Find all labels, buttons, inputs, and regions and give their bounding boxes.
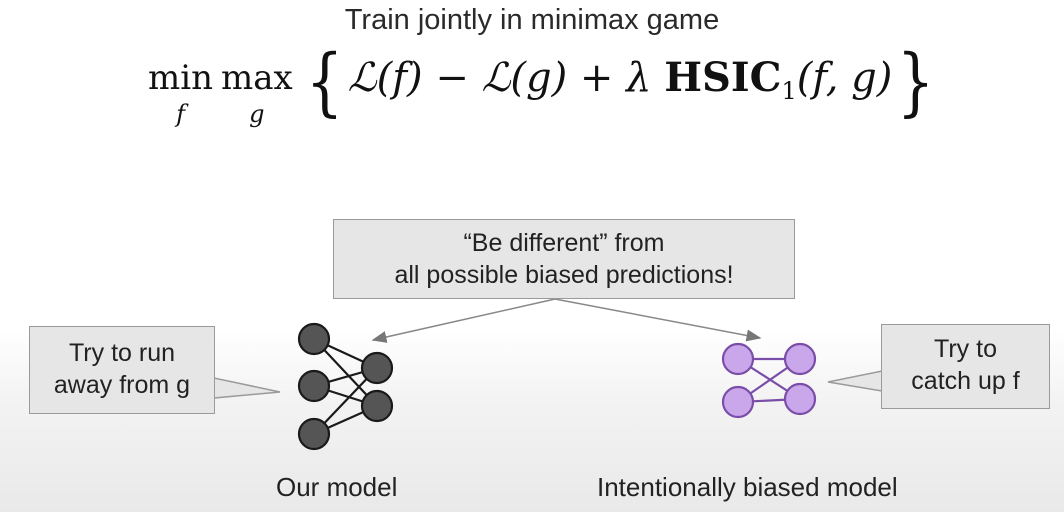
our-model-node <box>297 417 331 451</box>
minimax-formula: min f max g { ℒ(f) − ℒ(g) + λ HSIC1(f, g… <box>148 45 939 165</box>
center-callout: “Be different” from all possible biased … <box>333 219 795 299</box>
hsic-subscript: 1 <box>781 77 797 105</box>
biased-model-node <box>721 342 755 376</box>
our-model-node <box>360 351 394 385</box>
min-operator: min f <box>148 55 213 127</box>
biased-model-node <box>783 382 817 416</box>
biased-model-network <box>721 342 817 419</box>
loss-terms: ℒ(f) − ℒ(g) + λ <box>347 55 665 101</box>
right-callout-tail <box>827 370 883 392</box>
arrow-to-our-model <box>371 298 556 343</box>
max-subscript: g <box>249 100 265 128</box>
our-model-node <box>297 322 331 356</box>
our-model-network <box>297 322 394 451</box>
center-callout-line2: all possible biased predictions! <box>394 261 734 289</box>
right-callout: Try to catch up f <box>881 324 1050 409</box>
our-model-label: Our model <box>276 472 398 502</box>
biased-model-label: Intentionally biased model <box>597 472 898 502</box>
right-callout-line1: Try to <box>934 335 997 363</box>
max-operator: max g <box>221 55 293 127</box>
slide-title: Train jointly in minimax game <box>344 4 720 36</box>
our-model-node <box>360 389 394 423</box>
open-brace: { <box>305 39 344 125</box>
left-callout-line1: Try to run <box>68 339 176 367</box>
arrow-to-biased-model <box>554 298 762 342</box>
our-model-node <box>297 369 331 403</box>
biased-model-node <box>783 342 817 376</box>
left-callout-tail <box>213 377 281 399</box>
right-callout-line2: catch up f <box>911 367 1020 395</box>
hsic-term: HSIC <box>664 54 782 101</box>
min-subscript: f <box>176 100 185 128</box>
formula-expression: ℒ(f) − ℒ(g) + λ HSIC1(f, g) <box>348 55 893 114</box>
hsic-arguments: (f, g) <box>796 55 893 101</box>
center-callout-line1: “Be different” from <box>463 229 665 257</box>
min-word: min <box>148 58 214 98</box>
max-word: max <box>221 58 293 98</box>
left-callout: Try to run away from g <box>29 326 215 414</box>
biased-model-node <box>721 385 755 419</box>
close-brace: } <box>897 39 935 125</box>
left-callout-line2: away from g <box>53 371 191 399</box>
